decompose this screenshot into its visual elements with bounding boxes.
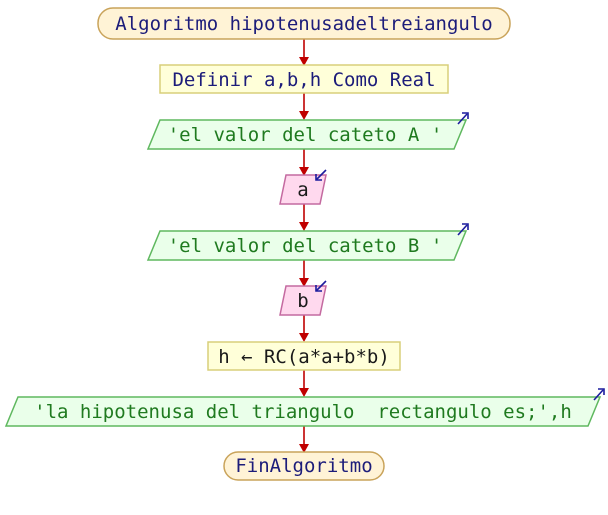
arrowhead [299,333,309,342]
arrow-up-right-icon [593,388,605,401]
input-a-node-shape [279,174,327,205]
input-b-node-shape [279,285,327,316]
output-b-node-shape [146,230,468,261]
define-node-shape [159,64,449,94]
start-node[interactable]: Algoritmo hipotenusadeltreiangulo [97,7,511,40]
define-node[interactable]: Definir a,b,h Como Real [159,64,449,94]
output-a-node[interactable]: 'el valor del cateto A ' [146,112,469,150]
input-b-node[interactable]: b [279,280,327,316]
input-a-node-label: a [297,179,308,201]
output-result-node-shape [4,396,602,427]
arrowhead [299,167,309,176]
arrow-down-left-icon [315,280,327,292]
start-node-label: Algoritmo hipotenusadeltreiangulo [115,13,493,35]
arrowhead [299,57,309,66]
input-a-node[interactable]: a [279,169,327,205]
input-b-node-label: b [297,290,308,312]
end-node[interactable]: FinAlgoritmo [223,451,385,481]
start-node-shape [97,7,511,40]
arrowhead [299,111,309,120]
output-result-node-label: 'la hipotenusa del triangulo rectangulo … [34,401,572,423]
output-a-node-label: 'el valor del cateto A ' [168,124,443,146]
arrowhead [299,222,309,231]
end-node-label: FinAlgoritmo [235,455,372,477]
output-b-node[interactable]: 'el valor del cateto B ' [146,223,469,261]
arrowhead [299,388,309,397]
arrowheads [299,57,309,453]
arrowhead [299,444,309,453]
arrowhead [299,278,309,287]
arrow-up-right-icon [457,223,469,236]
output-result-node[interactable]: 'la hipotenusa del triangulo rectangulo … [4,388,605,427]
end-node-shape [223,451,385,481]
output-a-node-shape [146,119,468,150]
assign-node-label: h ← RC(a*a+b*b) [218,346,390,368]
output-b-node-label: 'el valor del cateto B ' [168,235,443,257]
assign-node[interactable]: h ← RC(a*a+b*b) [207,341,401,371]
arrow-up-right-icon [457,112,469,125]
assign-node-shape [207,341,401,371]
arrow-down-left-icon [315,169,327,181]
define-node-label: Definir a,b,h Como Real [172,69,435,91]
